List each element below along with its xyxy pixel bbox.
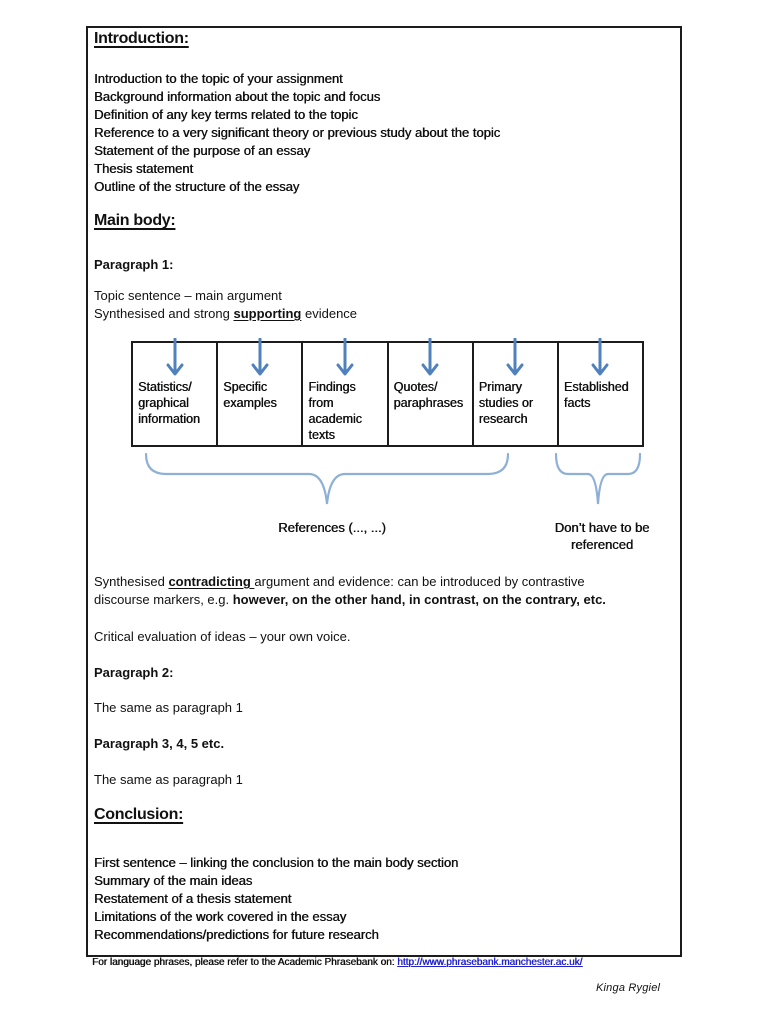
paragraph345-label: Paragraph 3, 4, 5 etc.	[94, 736, 225, 751]
intro-heading: Introduction:	[94, 30, 189, 47]
intro-line: Background information about the topic a…	[94, 89, 381, 104]
same-as-paragraph1-line: The same as paragraph 1	[94, 700, 243, 715]
evidence-cell-findings: Findings from academic texts	[303, 338, 389, 445]
evidence-cell-statistics: Statistics/ graphical information	[133, 338, 219, 445]
topic-sentence-block: Topic sentence – main argument Synthesis…	[94, 287, 357, 323]
down-arrow-icon	[336, 338, 354, 376]
evidence-suffix: evidence	[301, 306, 358, 321]
intro-line: Definition of any key terms related to t…	[94, 107, 358, 122]
author-name: Kinga Rygiel	[596, 982, 661, 994]
contradicting-block: Synthesised contradicting argument and e…	[94, 573, 672, 609]
contradicting-rest: argument and evidence: can be introduced…	[254, 574, 585, 589]
references-caption: References (..., ...)	[278, 520, 386, 535]
contradicting-prefix: Synthesised	[94, 574, 169, 589]
intro-list: Introduction to the topic of your assign…	[94, 70, 500, 196]
evidence-cell-label: Specific examples	[223, 380, 277, 410]
evidence-cell-quotes: Quotes/ paraphrases	[389, 338, 474, 445]
no-reference-brace-icon	[554, 452, 642, 505]
supporting-word: supporting	[233, 306, 302, 321]
references-brace-icon	[144, 452, 510, 505]
contradicting-word: contradicting	[168, 574, 255, 589]
markers-prefix: discourse markers, e.g.	[94, 592, 233, 607]
evidence-table: Statistics/ graphical information Specif…	[131, 338, 644, 447]
conclusion-heading: Conclusion:	[94, 806, 184, 823]
evidence-cell-examples: Specific examples	[218, 338, 304, 445]
grouping-braces	[144, 452, 642, 505]
evidence-cell-established-facts: Established facts	[559, 338, 642, 445]
intro-line: Outline of the structure of the essay	[94, 179, 300, 194]
evidence-cell-label: Findings from academic texts	[308, 380, 362, 442]
content-border-box: Introduction: Introduction to the topic …	[86, 26, 682, 957]
evidence-cell-label: Quotes/ paraphrases	[393, 380, 464, 410]
conclusion-line: Recommendations/predictions for future r…	[94, 927, 379, 942]
same-as-paragraph1-line: The same as paragraph 1	[94, 772, 243, 787]
intro-line: Reference to a very significant theory o…	[94, 125, 501, 140]
down-arrow-icon	[166, 338, 184, 376]
evidence-cell-primary-studies: Primary studies or research	[474, 338, 559, 445]
footer-text: For language phrases, please refer to th…	[92, 957, 398, 968]
intro-line: Introduction to the topic of your assign…	[94, 71, 343, 86]
contradicting-line-2: discourse markers, e.g. however, on the …	[94, 591, 672, 609]
conclusion-line: First sentence – linking the conclusion …	[94, 855, 459, 870]
evidence-cell-label: Established facts	[563, 380, 629, 410]
intro-line: Statement of the purpose of an essay	[94, 143, 311, 158]
down-arrow-icon	[506, 338, 524, 376]
footer-note: For language phrases, please refer to th…	[92, 956, 692, 969]
paragraph1-label: Paragraph 1:	[94, 257, 174, 272]
down-arrow-icon	[591, 338, 609, 376]
main-body-heading: Main body:	[94, 212, 176, 229]
evidence-prefix: Synthesised and strong	[94, 306, 234, 321]
supporting-evidence-line: Synthesised and strong supporting eviden…	[94, 305, 357, 323]
conclusion-line: Limitations of the work covered in the e…	[94, 909, 347, 924]
evidence-cell-label: Statistics/ graphical information	[138, 380, 200, 426]
conclusion-line: Restatement of a thesis statement	[94, 891, 292, 906]
critical-evaluation-line: Critical evaluation of ideas – your own …	[94, 629, 351, 644]
conclusion-list: First sentence – linking the conclusion …	[94, 854, 458, 944]
evidence-cell-label: Primary studies or research	[478, 380, 533, 426]
intro-line: Thesis statement	[94, 161, 193, 176]
down-arrow-icon	[421, 338, 439, 376]
paragraph2-label: Paragraph 2:	[94, 665, 174, 680]
contradicting-line-1: Synthesised contradicting argument and e…	[94, 573, 672, 591]
markers-bold: however, on the other hand, in contrast,…	[232, 592, 606, 607]
conclusion-line: Summary of the main ideas	[94, 873, 253, 888]
topic-sentence: Topic sentence – main argument	[94, 288, 282, 303]
down-arrow-icon	[251, 338, 269, 376]
phrasebank-link[interactable]: http://www.phrasebank.manchester.ac.uk/	[397, 957, 583, 968]
no-reference-caption: Don’t have to be referenced	[554, 520, 650, 552]
